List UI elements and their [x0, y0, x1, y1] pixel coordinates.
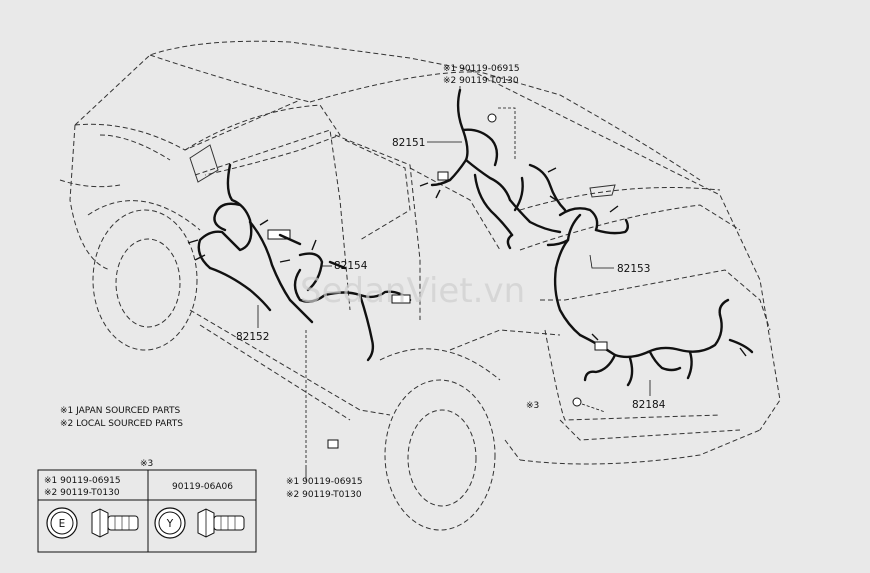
- harness-82153: [546, 195, 629, 337]
- vehicle-body-outline: [59, 40, 781, 531]
- harness-82184: [578, 298, 754, 387]
- part-label-82184: 82184: [632, 399, 666, 411]
- bolt-y-symbol: Y: [166, 518, 174, 530]
- harness-82154: [279, 239, 412, 362]
- bolt-bottom-icon: [305, 330, 339, 480]
- bolt-bottom-line2: ※2 90119-T0130: [286, 490, 362, 500]
- part-label-82154: 82154: [334, 260, 368, 272]
- screw-mark3-icon: [572, 397, 606, 413]
- table-left-line2: ※2 90119-T0130: [44, 488, 120, 498]
- part-label-82153: 82153: [617, 263, 650, 275]
- table-right-part: 90119-06A06: [172, 482, 233, 492]
- legend-japan-sourced: ※1 JAPAN SOURCED PARTS: [60, 406, 180, 416]
- watermark-text: SedanViet.vn: [300, 271, 525, 311]
- bolt-top-line2: ※2 90119-T0130: [443, 76, 519, 86]
- table-left-line1: ※1 90119-06915: [44, 476, 121, 486]
- table-header-mark3: ※3: [140, 459, 153, 469]
- harness-82152: [187, 163, 314, 324]
- fastener-table: [37, 469, 257, 553]
- bolt-top-line1: ※1 90119-06915: [443, 64, 520, 74]
- bolt-top-icon: [487, 107, 516, 160]
- harness-82151: [419, 88, 567, 250]
- bolt-bottom-line1: ※1 90119-06915: [286, 477, 363, 487]
- legend-local-sourced: ※2 LOCAL SOURCED PARTS: [60, 419, 183, 429]
- bolt-e-icon: E: [46, 507, 139, 539]
- bolt-y-icon: Y: [154, 507, 245, 539]
- mark3-label: ※3: [526, 401, 539, 411]
- bolt-e-symbol: E: [59, 518, 66, 530]
- part-label-82152: 82152: [236, 331, 269, 343]
- part-label-82151: 82151: [392, 137, 425, 149]
